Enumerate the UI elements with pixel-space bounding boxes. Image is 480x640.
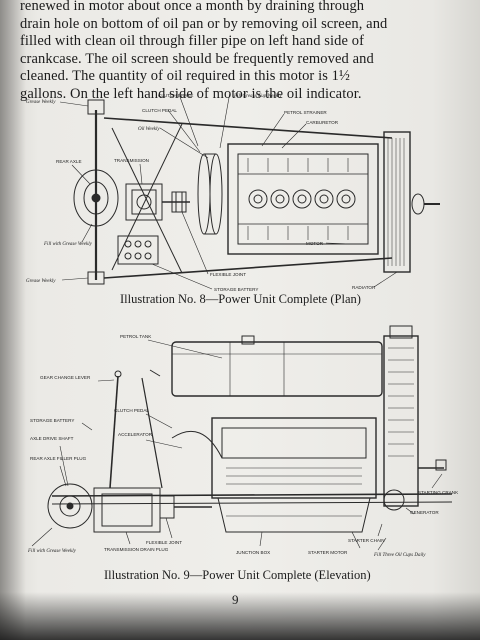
label-axle-drive-shaft: AXLE DRIVE SHAFT	[30, 436, 74, 441]
label-clutch-brake: CLUTCH BRAKE	[158, 93, 193, 98]
elevation-view-diagram: PETROL TANK GEAR CHANGE LEVER STORAGE BA…	[27, 325, 459, 558]
label-flexible-joint-elev: FLEXIBLE JOINT	[146, 540, 182, 545]
label-petrol-tank: PETROL TANK	[120, 334, 152, 339]
label-accelerator: ACCELERATOR	[118, 432, 153, 437]
body-paragraph: renewed in motor about once a month by d…	[20, 0, 460, 103]
label-grease-weekly-bottom: Grease Weekly	[26, 279, 56, 284]
label-clutch-pedal-elev: CLUTCH PEDAL	[114, 408, 149, 413]
label-fill-three-oil-cups: Fill Three Oil Cups Daily	[373, 553, 426, 558]
label-starting-crank: STARTING CRANK	[418, 490, 459, 495]
label-starter-motor: STARTER MOTOR	[308, 550, 348, 555]
label-gear-change-lever: GEAR CHANGE LEVER	[40, 375, 91, 380]
label-fill-with-grease-weekly: Fill with Grease Weekly	[27, 549, 77, 554]
label-petrol-strainer: PETROL STRAINER	[284, 110, 327, 115]
body-line: drain hole on bottom of oil pan or by re…	[20, 15, 388, 32]
label-grease-weekly-top: Grease Weekly	[26, 100, 56, 105]
label-transmission: TRANSMISSION	[114, 158, 149, 163]
body-line: filled with clean oil through filler pip…	[20, 33, 365, 49]
label-fill-with-grease: Fill with Grease Weekly	[43, 242, 93, 247]
body-line: crankcase. The oil screen should be freq…	[20, 50, 374, 67]
page-gutter-shadow	[0, 0, 26, 640]
body-line: gallons. On the left hand side of motor …	[20, 85, 362, 102]
elevation-caption: Illustration No. 9—Power Unit Complete (…	[104, 568, 371, 582]
label-clutch-pedal: CLUTCH PEDAL	[142, 108, 177, 113]
label-flexible-joint: FLEXIBLE JOINT	[210, 272, 246, 277]
label-fill-grease-cup: Fill Grease Cup Weekly	[233, 94, 282, 99]
label-generator: GENERATOR	[410, 510, 439, 515]
label-carburetor: CARBURETOR	[306, 120, 339, 125]
plan-caption: Illustration No. 8—Power Unit Complete (…	[120, 292, 361, 306]
label-motor: MOTOR	[306, 241, 324, 246]
label-rear-axle: REAR AXLE	[56, 159, 82, 164]
label-starter-chain: STARTER CHAIN	[348, 538, 385, 543]
label-transmission-drain-plug: TRANSMISSION DRAIN PLUG	[104, 547, 169, 552]
body-line: cleaned. The quantity of oil required in…	[20, 68, 351, 84]
label-storage-battery-elev: STORAGE BATTERY	[30, 418, 74, 423]
label-rear-axle-filler-plug: REAR AXLE FILLER PLUG	[30, 456, 87, 461]
label-storage-battery: STORAGE BATTERY	[214, 287, 258, 292]
body-line: renewed in motor about once a month by d…	[20, 0, 365, 14]
label-oil-weekly: Oil Weekly	[138, 127, 160, 132]
plan-view-diagram: CLUTCH BRAKE Fill Grease Cup Weekly Grea…	[26, 91, 440, 292]
label-junction-box: JUNCTION BOX	[236, 550, 270, 555]
label-radiator: RADIATOR	[352, 285, 376, 290]
bottom-shadow	[0, 592, 480, 640]
